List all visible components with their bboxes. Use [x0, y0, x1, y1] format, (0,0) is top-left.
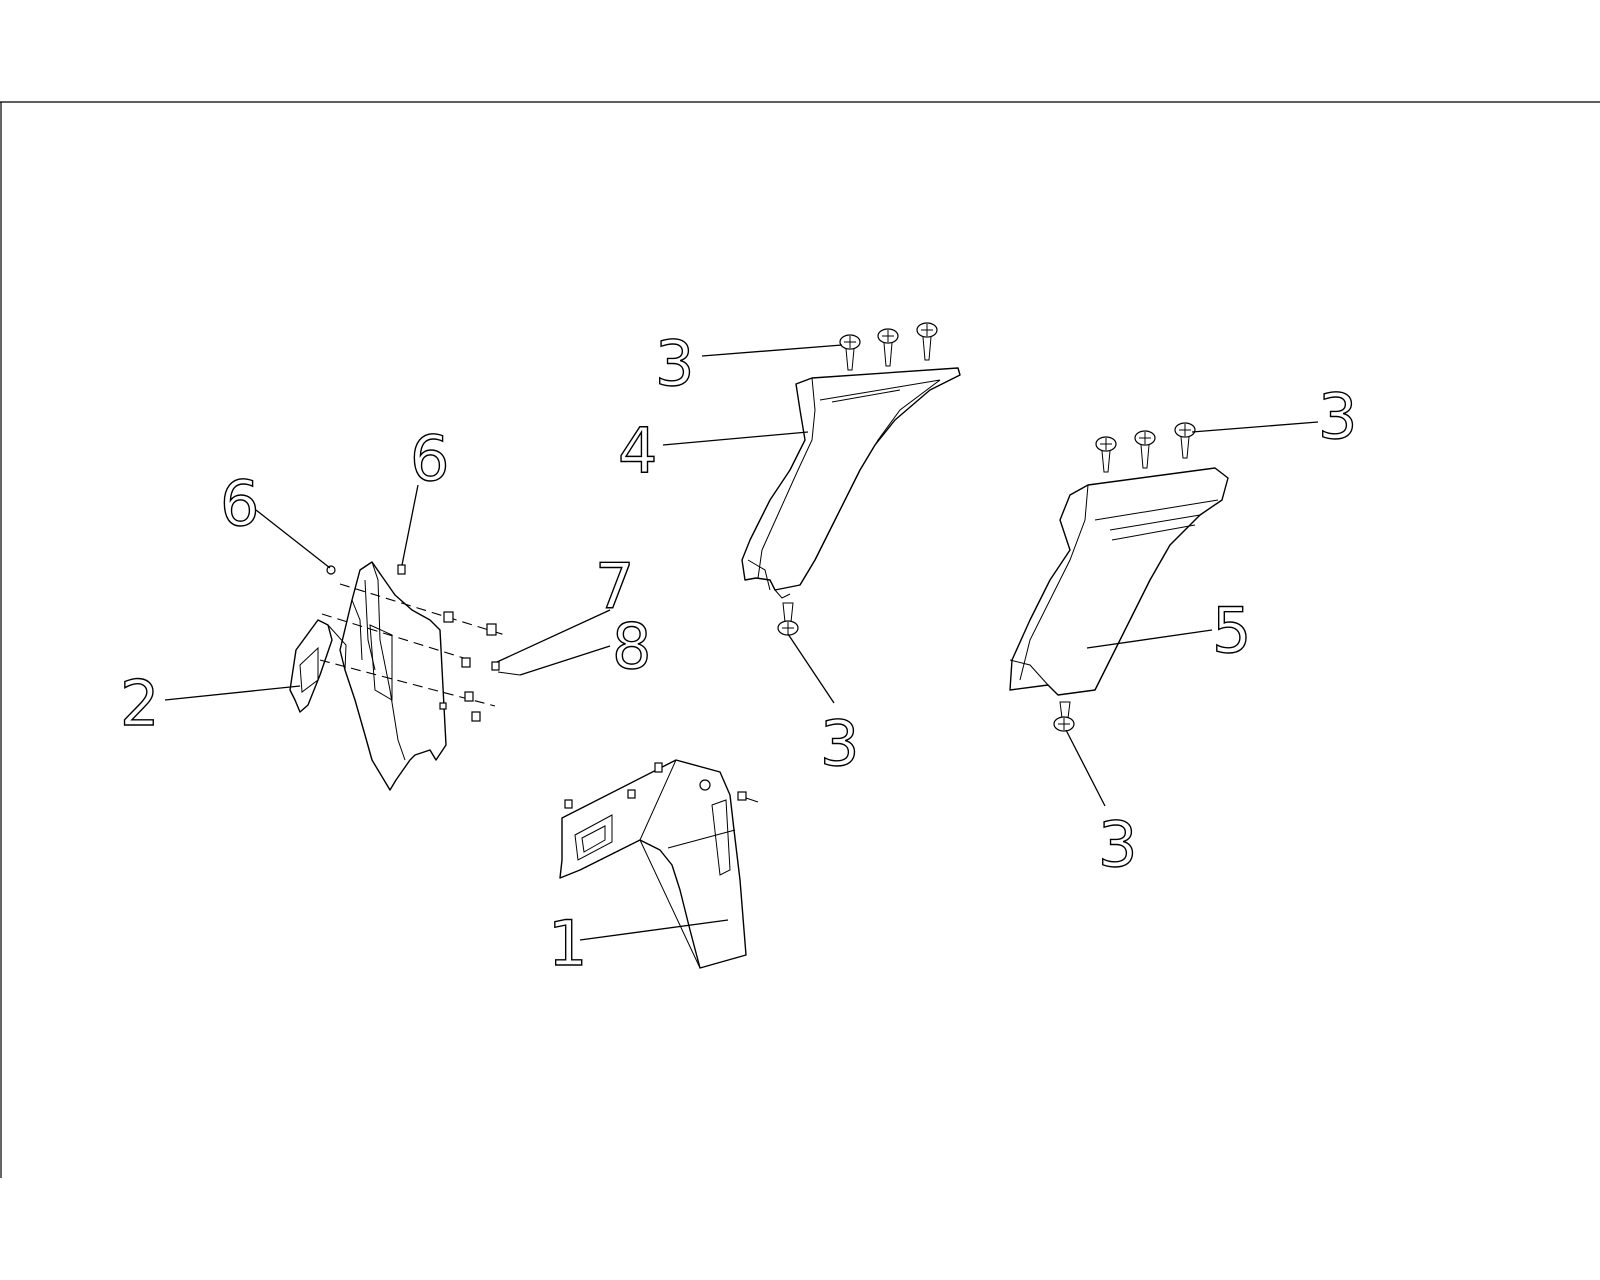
callout-6-left: 6 [220, 467, 259, 540]
screw-bottom-5 [1053, 701, 1075, 732]
screw-top-5b [1134, 430, 1156, 469]
screw-top-4b [877, 328, 899, 367]
callout-7: 7 [595, 550, 634, 623]
callout-1: 1 [548, 907, 587, 980]
callout-3-bottom-center: 3 [820, 707, 859, 780]
screw-top-4c [916, 322, 938, 361]
part-2-bracket-panel [289, 561, 521, 791]
screw-top-5a [1095, 436, 1117, 473]
callout-8: 8 [612, 610, 651, 683]
leader-lines [164, 344, 1319, 941]
callout-3-top-left: 3 [655, 327, 694, 400]
callout-4: 4 [618, 414, 657, 487]
part-1-front-cover [559, 759, 759, 969]
callout-5: 5 [1212, 594, 1251, 667]
callout-3-top-right: 3 [1318, 380, 1357, 453]
part-5-side-cover [1009, 422, 1229, 732]
callout-numbers: 1 2 3 3 3 3 4 5 6 6 7 8 [119, 326, 1358, 980]
screw-bottom-4 [777, 602, 799, 636]
part-4-side-cover [741, 322, 961, 636]
callout-2: 2 [120, 667, 159, 740]
drawing-frame [0, 101, 1600, 1178]
screw-top-4a [839, 334, 861, 371]
callout-6-right: 6 [410, 422, 449, 495]
screw-top-5c [1174, 422, 1196, 459]
callout-3-bottom-right: 3 [1098, 808, 1137, 881]
